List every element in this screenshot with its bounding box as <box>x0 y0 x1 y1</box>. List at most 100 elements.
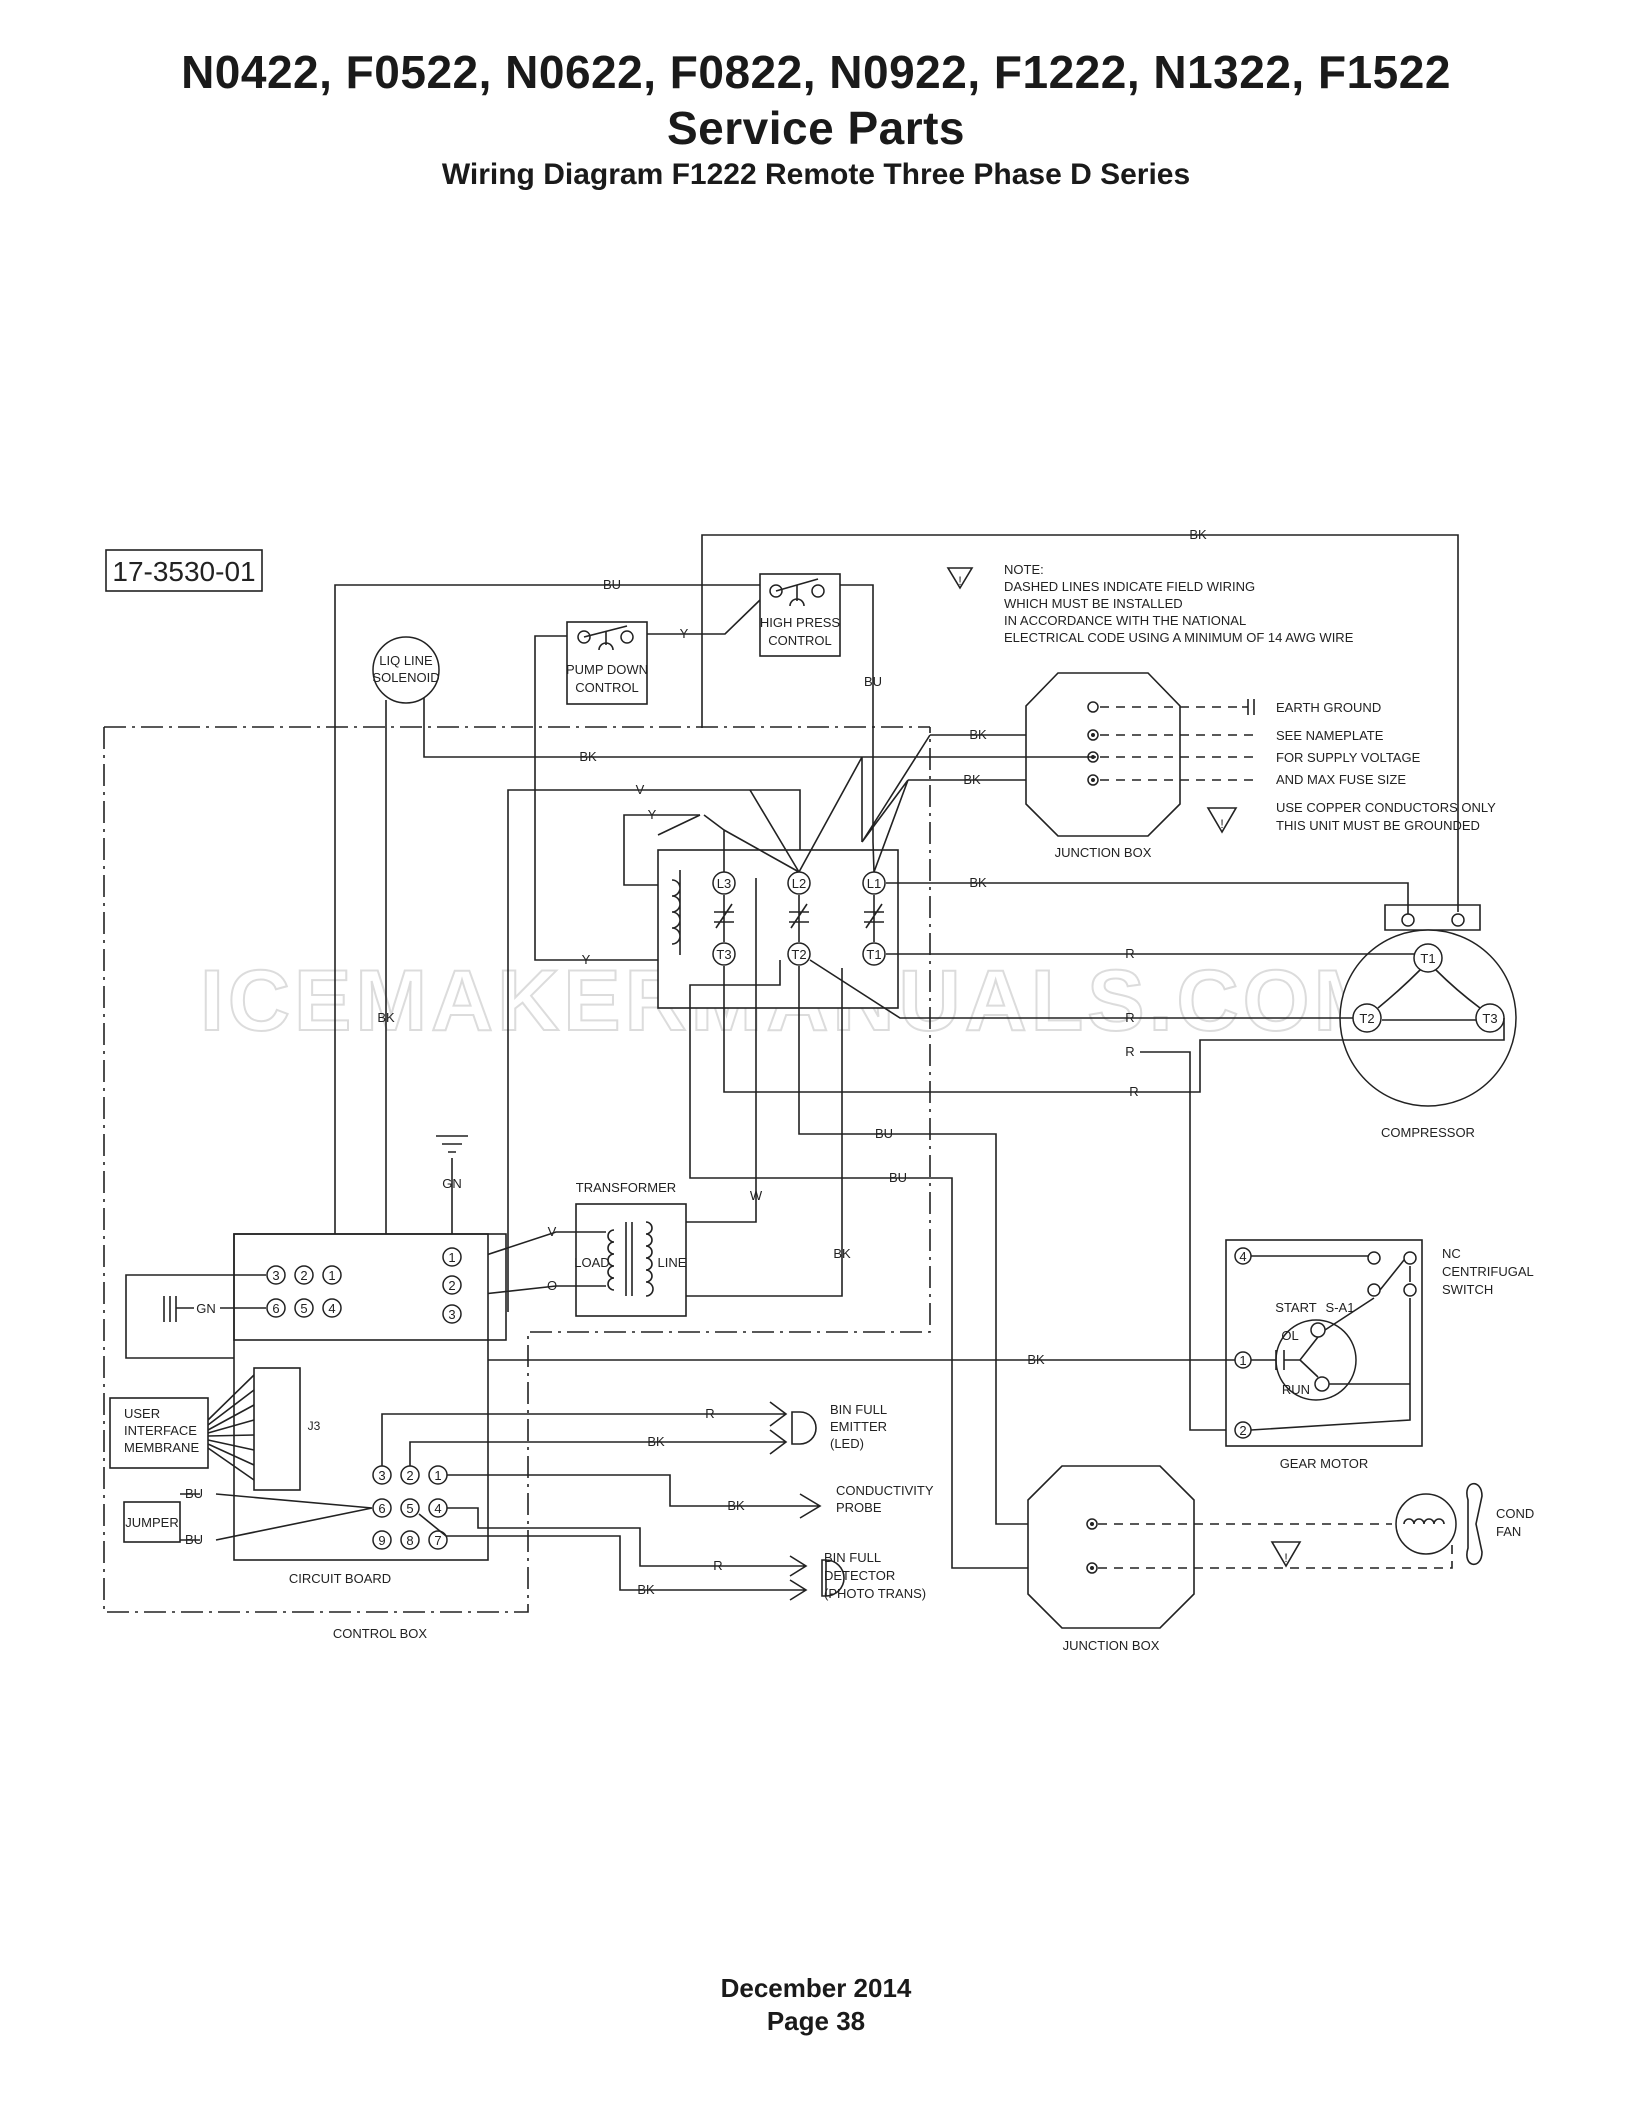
junction-box-bottom <box>1027 1465 1195 1629</box>
svg-text:2: 2 <box>448 1278 455 1293</box>
field-wiring-supply <box>1100 706 1256 781</box>
svg-text:9: 9 <box>378 1533 385 1548</box>
gear-ol-label: OL <box>1281 1328 1298 1343</box>
liq-line-solenoid <box>372 636 440 704</box>
svg-text:1: 1 <box>328 1268 335 1283</box>
wire-label-y-3: Y <box>648 807 657 822</box>
gear-motor-label: GEAR MOTOR <box>1280 1456 1369 1471</box>
wire-label-bk-probe: BK <box>727 1498 745 1513</box>
board-ground <box>125 1274 266 1359</box>
wire-bk-trans <box>646 968 843 1297</box>
svg-text:T3: T3 <box>1482 1011 1497 1026</box>
contactor-contacts <box>714 895 884 942</box>
ground-icon <box>436 1135 468 1250</box>
svg-text:!: ! <box>1220 817 1223 831</box>
wire-bk-top <box>701 534 1459 912</box>
warning-triangle-icon <box>1270 1541 1302 1568</box>
wire-label-bk-l1: BK <box>969 875 987 890</box>
page-footer: December 2014 Page 38 <box>0 1972 1632 2038</box>
svg-text:2: 2 <box>406 1468 413 1483</box>
footer-date: December 2014 <box>720 1973 912 2003</box>
emitter-label-2: EMITTER <box>830 1419 887 1434</box>
junction-box-top-label: JUNCTION BOX <box>1055 845 1152 860</box>
svg-text:L1: L1 <box>867 876 881 891</box>
transformer-line: LINE <box>658 1255 687 1270</box>
wire-bu-jumper <box>180 1493 373 1541</box>
compressor-windings <box>1377 969 1481 1021</box>
section-title: Service Parts <box>666 102 966 154</box>
transformer <box>575 1203 687 1317</box>
pump-down-label-1: PUMP DOWN <box>566 662 648 677</box>
wire-bu-top <box>334 584 778 1286</box>
wire-label-bu-j2: BU <box>185 1532 203 1547</box>
svg-text:4: 4 <box>434 1501 441 1516</box>
wire-v <box>507 789 801 1312</box>
gear-motor-terminals: 4 1 2 <box>1234 1247 1252 1439</box>
warning-triangle-icon <box>1206 807 1238 834</box>
wire-label-bk-s3: BK <box>963 772 981 787</box>
compressor-label: COMPRESSOR <box>1381 1125 1475 1140</box>
part-number: 17-3530-01 <box>112 556 255 587</box>
svg-text:T3: T3 <box>716 947 731 962</box>
wire-label-bk-t: BK <box>833 1246 851 1261</box>
wire-label-bu-f2: BU <box>889 1170 907 1185</box>
field-wiring-fan <box>1098 1523 1453 1569</box>
field-wiring-note: ! NOTE: DASHED LINES INDICATE FIELD WIRI… <box>946 562 1354 645</box>
probe-label-1: CONDUCTIVITY <box>836 1483 934 1498</box>
wire-label-r-2: R <box>1125 1010 1134 1025</box>
wire-label-r-4: R <box>1125 1044 1134 1059</box>
svg-text:1: 1 <box>1239 1353 1246 1368</box>
detector-label-3: (PHOTO TRANS) <box>824 1586 926 1601</box>
svg-text:5: 5 <box>406 1501 413 1516</box>
compressor-terminals: T1 T2 T3 <box>1352 943 1505 1033</box>
contactor-terminals: L3 L2 L1 T3 T2 T1 <box>712 871 886 966</box>
cond-fan-motor <box>1395 1493 1457 1555</box>
wire-label-bu-j1: BU <box>185 1486 203 1501</box>
wire-label-bk-detector: BK <box>637 1582 655 1597</box>
svg-text:T1: T1 <box>866 947 881 962</box>
wire-label-bk-top: BK <box>1189 527 1207 542</box>
j3-connector <box>253 1367 301 1491</box>
wire-coil-feed <box>657 814 701 836</box>
wire-label-bu-hp: BU <box>864 674 882 689</box>
svg-text:5: 5 <box>300 1301 307 1316</box>
wire-r-t2 <box>809 959 1353 1019</box>
transformer-label: TRANSFORMER <box>576 1180 676 1195</box>
gear-sa1-label: S-A1 <box>1326 1300 1355 1315</box>
gear-start-label: START <box>1275 1300 1316 1315</box>
svg-text:4: 4 <box>328 1301 335 1316</box>
wire-label-bu-f1: BU <box>875 1126 893 1141</box>
svg-text:6: 6 <box>378 1501 385 1516</box>
wire-label-r-emitter: R <box>705 1406 714 1421</box>
earth-ground-icon <box>1242 699 1255 715</box>
wire-label-bk-2: BK <box>579 749 597 764</box>
diagram-subtitle: Wiring Diagram F1222 Remote Three Phase … <box>441 158 1191 191</box>
note-line-4: ELECTRICAL CODE USING A MINIMUM OF 14 AW… <box>1004 630 1354 645</box>
fan-blade-icon <box>1466 1482 1483 1566</box>
wire-label-bk-gear: BK <box>1027 1352 1045 1367</box>
note-line-1: DASHED LINES INDICATE FIELD WIRING <box>1004 579 1255 594</box>
user-interface-membrane <box>109 1397 209 1469</box>
wire-bk-l1 <box>886 882 1409 914</box>
circuit-board-label: CIRCUIT BOARD <box>289 1571 391 1586</box>
contactor <box>657 849 899 1009</box>
wire-detector <box>418 1507 808 1601</box>
high-press-label-1: HIGH PRESS <box>760 615 841 630</box>
svg-text:T2: T2 <box>791 947 806 962</box>
see-nameplate-label: SEE NAMEPLATE <box>1276 728 1384 743</box>
note-line-3: IN ACCORDANCE WITH THE NATIONAL <box>1004 613 1246 628</box>
part-number-box <box>105 549 263 592</box>
wire-label-r-3: R <box>1129 1084 1138 1099</box>
svg-text:3: 3 <box>272 1268 279 1283</box>
svg-text:6: 6 <box>272 1301 279 1316</box>
fuse-size-label: AND MAX FUSE SIZE <box>1276 772 1406 787</box>
nc-label-2: CENTRIFUGAL <box>1442 1264 1534 1279</box>
svg-text:2: 2 <box>300 1268 307 1283</box>
emitter-label-1: BIN FULL <box>830 1402 887 1417</box>
svg-text:8: 8 <box>406 1533 413 1548</box>
liq-line-label-1: LIQ LINE <box>379 653 433 668</box>
wire-y-coil <box>623 814 700 886</box>
pump-down-label-2: CONTROL <box>575 680 639 695</box>
junction-box-bottom-label: JUNCTION BOX <box>1063 1638 1160 1653</box>
